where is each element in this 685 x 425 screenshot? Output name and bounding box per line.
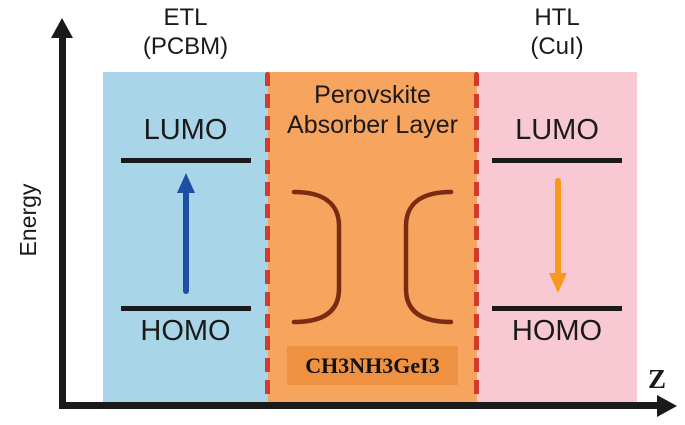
- perovskite-layer: Perovskite Absorber Layer CH3NH3GeI3: [268, 72, 477, 403]
- electron-transfer-up-arrow-icon: [177, 173, 195, 193]
- perovskite-header-line1: Perovskite: [314, 81, 431, 109]
- etl-homo-level-line: [121, 306, 251, 311]
- z-axis-line: [59, 402, 660, 409]
- energy-axis-up-arrow-icon: [51, 18, 73, 38]
- etl-lumo-level-line: [121, 158, 251, 163]
- material-label-box: CH3NH3GeI3: [287, 346, 458, 385]
- htl-homo-label: HOMO: [511, 315, 603, 347]
- htl-layer: LUMO HOMO: [477, 72, 637, 403]
- etl-layer: LUMO HOMO: [103, 72, 268, 403]
- etl-header: ETL (PCBM): [103, 3, 268, 61]
- electron-transfer-arrow-shaft: [183, 191, 189, 294]
- htl-header-line2: (CuI): [530, 33, 584, 60]
- band-bending-curve-right: [403, 189, 454, 325]
- energy-axis-line: [59, 30, 66, 403]
- z-axis-right-arrow-icon: [657, 395, 677, 417]
- material-label: CH3NH3GeI3: [305, 352, 440, 378]
- perovskite-htl-boundary: [474, 72, 479, 403]
- energy-axis-label: Energy: [15, 183, 41, 257]
- perovskite-header-line2: Absorber Layer: [287, 111, 458, 139]
- htl-homo-level-line: [492, 306, 622, 311]
- htl-lumo-label: LUMO: [515, 114, 599, 146]
- etl-lumo-label: LUMO: [143, 114, 228, 146]
- etl-homo-label: HOMO: [140, 315, 231, 347]
- z-axis-label: Z: [648, 364, 667, 394]
- perovskite-header: Perovskite Absorber Layer: [268, 80, 477, 140]
- htl-lumo-level-line: [492, 158, 622, 163]
- hole-transfer-down-arrow-icon: [549, 273, 567, 293]
- etl-header-line2: (PCBM): [142, 33, 229, 60]
- band-bending-curves: [291, 189, 454, 325]
- hole-transfer-arrow-shaft: [555, 178, 561, 276]
- band-bending-curve-left: [291, 189, 342, 325]
- etl-perovskite-boundary: [265, 72, 270, 403]
- htl-header: HTL (CuI): [477, 3, 637, 61]
- htl-header-line1: HTL: [534, 4, 580, 31]
- etl-header-line1: ETL: [163, 4, 208, 31]
